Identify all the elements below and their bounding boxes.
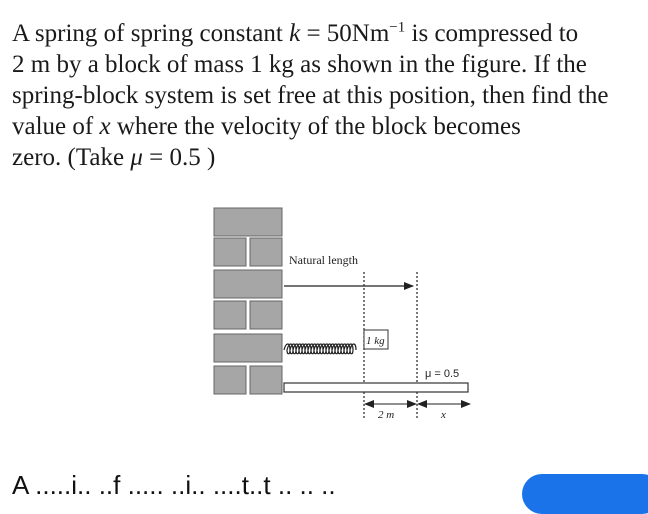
question-line5-a: zero. (Take xyxy=(12,144,131,171)
rough-floor xyxy=(283,382,469,393)
action-button[interactable] xyxy=(522,474,648,514)
question-line3: spring-block system is set free at this … xyxy=(12,82,609,109)
question-line1-b: is compressed to xyxy=(405,20,579,47)
spring-coil xyxy=(283,343,357,355)
x-dimension-label: x xyxy=(440,409,446,421)
friction-coefficient-label: μ = 0.5 xyxy=(425,368,459,380)
mu-symbol: μ xyxy=(130,144,143,171)
unit-exponent: −1 xyxy=(389,19,406,36)
block-1kg xyxy=(363,329,389,350)
spring-constant-symbol: k xyxy=(289,20,301,47)
mass-value: 1 kg xyxy=(250,51,294,78)
question-line1-a: A spring of spring constant xyxy=(12,20,290,47)
compression-value: 2 m xyxy=(12,51,51,78)
question-line4-a: value of xyxy=(12,113,100,140)
question-line2-d: as shown in the figure. If the xyxy=(293,51,587,78)
natural-length-label: Natural length xyxy=(289,253,358,267)
spring-block-figure: Natural length 1 kg μ = 0.5 2 m x xyxy=(213,207,471,421)
block-mass-label: 1 kg xyxy=(366,335,385,347)
brick-wall xyxy=(213,207,283,395)
spring-constant-value: = 50Nm xyxy=(300,20,390,47)
compression-dimension-label: 2 m xyxy=(378,409,394,421)
question-line4-b: where the velocity of the block becomes xyxy=(110,113,521,140)
question-line5-b: = 0.5 ) xyxy=(142,144,216,171)
question-text: A spring of spring constant k = 50Nm−1 i… xyxy=(12,18,642,173)
question-line2-b: by a block of mass xyxy=(50,51,251,78)
x-symbol: x xyxy=(99,113,111,140)
